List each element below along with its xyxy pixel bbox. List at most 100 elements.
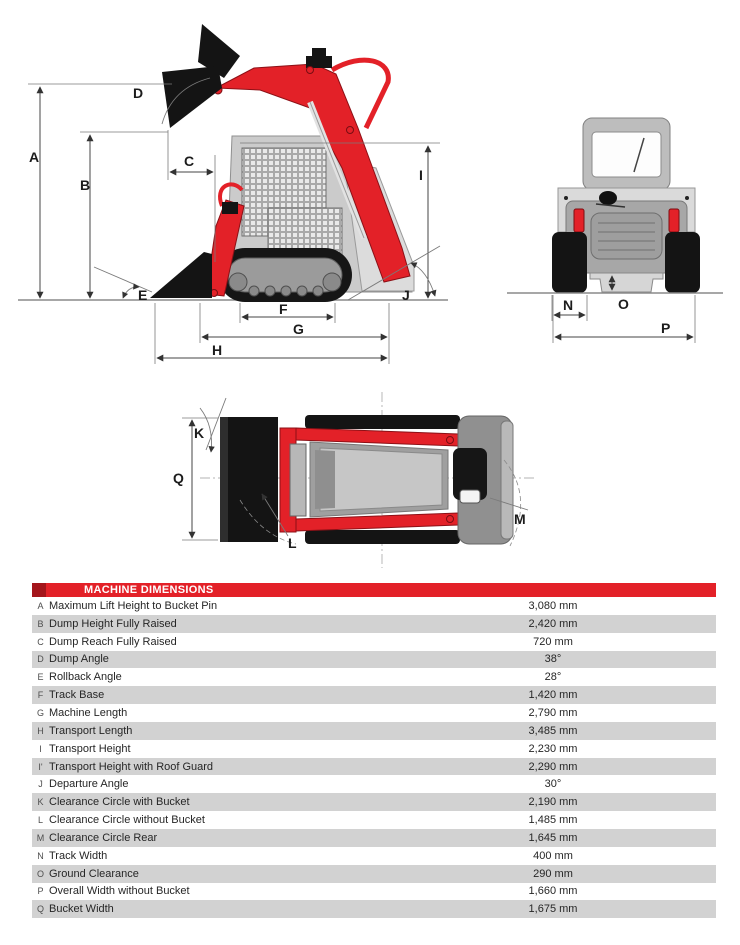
table-title: MACHINE DIMENSIONS	[84, 584, 214, 596]
loader-arm-lowered	[205, 182, 245, 297]
bucket-top	[220, 417, 278, 542]
row-key: G	[36, 707, 44, 718]
row-value: 28°	[544, 671, 562, 684]
row-value: 1,660 mm	[528, 885, 578, 898]
row-key: B	[37, 618, 44, 629]
machine-dimensions-table: MACHINE DIMENSIONS A Maximum Lift Height…	[32, 583, 716, 919]
row-value: 1,675 mm	[528, 903, 578, 916]
dim-G: G	[199, 303, 390, 364]
track-top-lower	[305, 530, 460, 544]
table-row: O Ground Clearance 290 mm	[32, 864, 716, 883]
dim-label-l: L	[288, 535, 297, 551]
wiper	[633, 137, 645, 173]
row-label: Clearance Circle with Bucket	[49, 796, 190, 809]
dim-J: J	[347, 245, 441, 303]
row-key: O	[36, 868, 44, 879]
row-label: Overall Width without Bucket	[49, 885, 190, 898]
row-key: H	[37, 725, 44, 736]
table-row: B Dump Height Fully Raised 2,420 mm	[32, 614, 716, 633]
row-label: Dump Angle	[49, 653, 109, 666]
dim-label-a: A	[29, 149, 39, 165]
row-value: 1,420 mm	[528, 689, 578, 702]
table-row: J Departure Angle 30°	[32, 775, 716, 794]
dim-Q: Q	[173, 417, 218, 541]
dim-N: N	[551, 295, 588, 321]
table-body: A Maximum Lift Height to Bucket Pin 3,08…	[32, 597, 716, 919]
table-row: G Machine Length 2,790 mm	[32, 704, 716, 722]
table-row: A Maximum Lift Height to Bucket Pin 3,08…	[32, 597, 716, 615]
table-row: D Dump Angle 38°	[32, 650, 716, 669]
dim-label-n: N	[563, 297, 573, 313]
dim-label-g: G	[293, 321, 304, 337]
body-top	[309, 441, 449, 518]
dim-L: L	[239, 493, 297, 551]
row-label: Machine Length	[49, 706, 128, 719]
track-side	[218, 248, 352, 302]
dim-label-o: O	[618, 296, 629, 312]
row-value: 1,485 mm	[528, 814, 578, 827]
top-view-diagram: Q K L M	[173, 392, 535, 568]
dim-label-p: P	[661, 320, 670, 336]
row-label: Ground Clearance	[49, 867, 139, 880]
dim-O: O	[608, 275, 629, 312]
row-label: Maximum Lift Height to Bucket Pin	[49, 599, 218, 612]
side-view-diagram: A B C D E F G H	[18, 24, 448, 364]
dim-label-m: M	[514, 511, 526, 527]
row-value: 400 mm	[533, 849, 573, 862]
table-row: L Clearance Circle without Bucket 1,485 …	[32, 811, 716, 829]
dim-A: A	[28, 83, 172, 299]
bucket-lowered	[150, 252, 212, 298]
dim-label-e: E	[138, 287, 147, 303]
dim-H: H	[154, 303, 388, 364]
row-label: Rollback Angle	[49, 671, 122, 684]
row-value: 3,485 mm	[528, 724, 578, 737]
row-key: I	[39, 743, 42, 754]
dim-C: C	[167, 130, 216, 262]
row-label: Dump Reach Fully Raised	[49, 635, 177, 648]
table-row: I' Transport Height with Roof Guard 2,29…	[32, 757, 716, 776]
row-value: 30°	[544, 778, 562, 791]
table-row: E Rollback Angle 28°	[32, 668, 716, 687]
row-label: Dump Height Fully Raised	[49, 617, 177, 630]
row-value: 38°	[544, 653, 562, 666]
row-value: 1,645 mm	[528, 831, 578, 844]
dim-D: D	[133, 77, 211, 125]
row-value: 2,420 mm	[528, 617, 578, 630]
row-label: Track Width	[49, 849, 108, 862]
row-key: I'	[38, 761, 43, 772]
row-label: Transport Height with Roof Guard	[49, 760, 214, 773]
rear-deck-top	[453, 415, 514, 545]
dim-label-j: J	[402, 287, 410, 303]
table-row: K Clearance Circle with Bucket 2,190 mm	[32, 793, 716, 812]
dim-label-b: B	[80, 177, 90, 193]
table-row: P Overall Width without Bucket 1,660 mm	[32, 882, 716, 901]
dim-M: M	[489, 459, 529, 547]
dim-E: E	[93, 266, 153, 303]
track-left	[552, 232, 587, 293]
rear-window	[591, 131, 662, 178]
row-key: C	[37, 636, 44, 647]
row-key: N	[37, 850, 44, 861]
exhaust	[599, 191, 617, 205]
dim-label-i: I	[419, 167, 423, 183]
dim-label-q: Q	[173, 470, 184, 486]
row-key: D	[37, 654, 44, 665]
row-key: M	[36, 832, 45, 843]
row-value: 2,290 mm	[528, 760, 578, 773]
row-label: Track Base	[49, 689, 105, 702]
table-header: MACHINE DIMENSIONS	[32, 583, 716, 597]
table-row: F Track Base 1,420 mm	[32, 686, 716, 705]
row-value: 2,190 mm	[528, 796, 578, 809]
row-key: P	[37, 886, 44, 897]
dim-label-c: C	[184, 153, 194, 169]
row-value: 2,230 mm	[528, 742, 578, 755]
dim-P: P	[552, 295, 696, 343]
row-label: Clearance Circle Rear	[49, 831, 158, 844]
body-rear	[557, 187, 696, 293]
table-row: I Transport Height 2,230 mm	[32, 739, 716, 758]
dim-label-h: H	[212, 342, 222, 358]
row-key: F	[37, 690, 44, 701]
dim-K: K	[194, 397, 227, 453]
tail-light-right	[668, 208, 680, 233]
